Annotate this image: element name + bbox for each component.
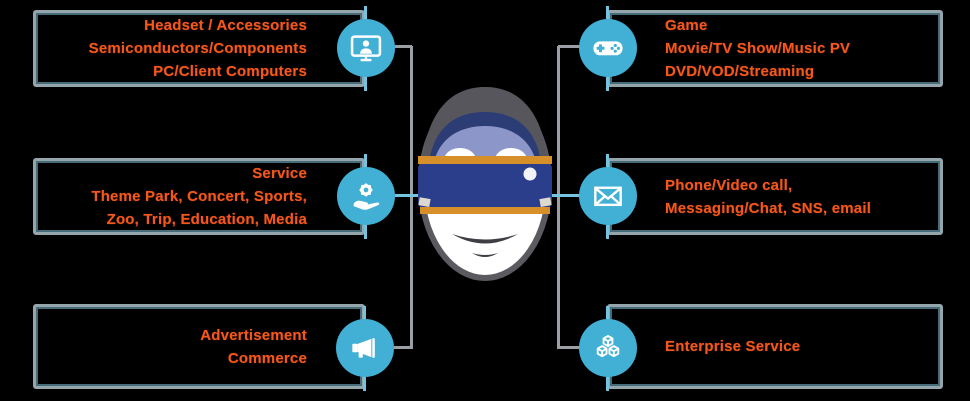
stub (606, 225, 609, 239)
card-hardware-line-2: Semiconductors/Components (88, 40, 307, 57)
card-communication: Phone/Video call, Messaging/Chat, SNS, e… (607, 158, 943, 235)
card-advertisement-line-1: Advertisement (200, 326, 307, 344)
headset-band (418, 164, 552, 207)
chin-shadow (472, 253, 498, 257)
card-communication-line-1: Phone/Video call, (665, 176, 793, 194)
card-hardware: Headset / Accessories Semiconductors/Com… (33, 10, 365, 87)
band-tab-left (418, 197, 431, 207)
stub (606, 377, 609, 391)
envelope-icon (579, 167, 637, 225)
stub (364, 154, 367, 167)
card-advertisement-line-2: Commerce (227, 349, 307, 367)
stub (606, 6, 609, 19)
card-entertainment-line-3: DVD/VOD/Streaming (665, 63, 815, 80)
card-entertainment-line-2: Movie/TV Show/Music PV (665, 40, 851, 57)
megaphone-icon (336, 319, 394, 377)
card-service: Service Theme Park, Concert, Sports, Zoo… (33, 158, 365, 235)
connector-bottom-right (558, 346, 581, 349)
band-tab-right (539, 197, 552, 207)
stub (606, 306, 609, 319)
connector-middle-left (395, 194, 431, 197)
cubes-icon (579, 319, 637, 377)
hand-gear-icon (337, 167, 395, 225)
stub (606, 154, 609, 167)
card-enterprise: Enterprise Service (607, 304, 943, 389)
connector-vertical-left (410, 46, 413, 349)
stub (364, 77, 367, 91)
stub (606, 77, 609, 91)
card-entertainment: Game Movie/TV Show/Music PV DVD/VOD/Stre… (607, 10, 943, 87)
card-hardware-line-1: Headset / Accessories (144, 17, 307, 34)
strap-bottom (420, 207, 550, 214)
card-service-line-1: Service (252, 165, 307, 182)
connector-top-left (395, 45, 412, 48)
card-communication-line-2: Messaging/Chat, SNS, email (665, 199, 872, 217)
vr-headset-face (410, 82, 560, 282)
strap-top (418, 156, 552, 164)
card-advertisement: Advertisement Commerce (33, 304, 365, 389)
connector-middle-right (540, 194, 581, 197)
stub (364, 6, 367, 19)
headset-dot (523, 167, 537, 181)
card-enterprise-line-1: Enterprise Service (665, 338, 801, 355)
monitor-user-icon (337, 19, 395, 77)
card-entertainment-line-1: Game (665, 17, 708, 34)
stub (363, 377, 366, 391)
stub (364, 225, 367, 239)
card-hardware-line-3: PC/Client Computers (153, 63, 307, 80)
connector-top-right (558, 45, 581, 48)
card-service-line-2: Theme Park, Concert, Sports, (91, 188, 307, 205)
gamepad-icon (579, 19, 637, 77)
connector-vertical-right (557, 46, 560, 349)
smile (452, 234, 518, 244)
card-service-line-3: Zoo, Trip, Education, Media (106, 211, 307, 228)
stub (363, 306, 366, 319)
connector-bottom-left (394, 346, 412, 349)
